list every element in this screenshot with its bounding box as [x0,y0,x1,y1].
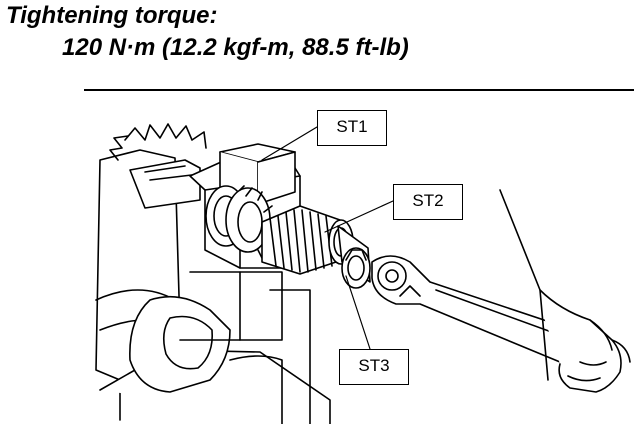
gear [109,123,207,161]
callout-st1: ST1 [317,110,387,146]
hand [499,189,631,393]
leader-st3 [345,275,371,350]
leader-st2 [324,200,394,233]
shaft-flange [205,185,277,259]
callout-st2: ST2 [393,184,463,220]
st3-socket [337,225,371,289]
leader-st1 [261,126,318,161]
torque-heading: Tightening torque: [6,2,218,29]
leader-lines [261,126,394,350]
torque-value: 120 N·m (12.2 kgf-m, 88.5 ft-lb) [62,34,409,61]
callout-st3: ST3 [339,349,409,385]
vise-housing [95,149,331,424]
divider-line [84,89,634,91]
